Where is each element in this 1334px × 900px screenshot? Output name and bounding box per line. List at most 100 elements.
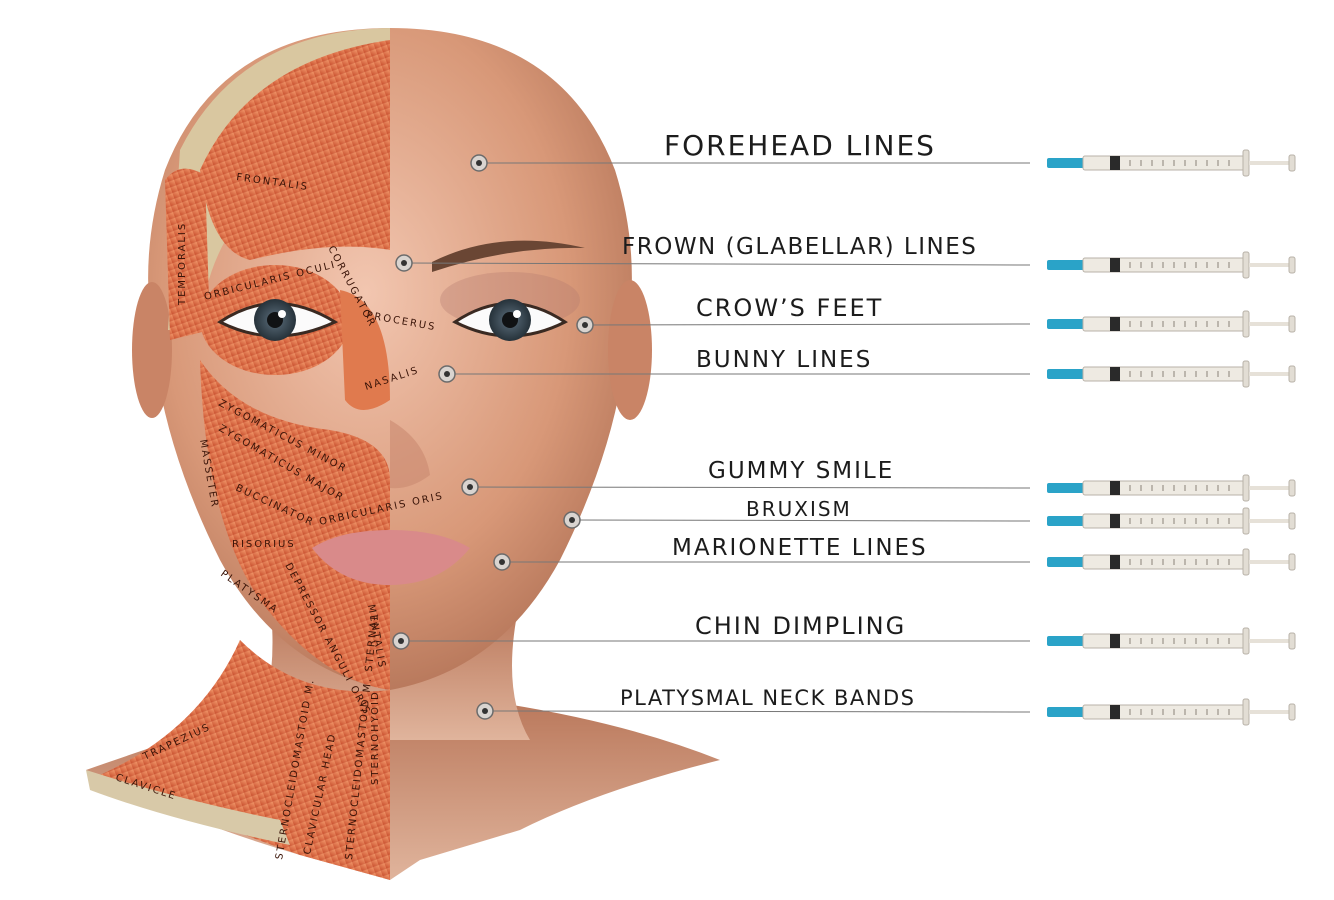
syringe-plunger-tip xyxy=(1110,555,1120,569)
muscle-label-temporalis: TEMPORALIS xyxy=(177,222,188,306)
muscle-label-sternohyoid: STERNOHYOID xyxy=(370,690,381,785)
syringe-plunger-tip xyxy=(1110,705,1120,719)
syringe-flange xyxy=(1242,360,1250,388)
syringe-flange xyxy=(1242,627,1250,655)
syringe-plunger-tip xyxy=(1110,634,1120,648)
syringe-forehead-lines xyxy=(1047,149,1296,177)
right-ear xyxy=(608,280,652,420)
zone-label-bunny-lines: BUNNY LINES xyxy=(696,347,873,373)
syringe-flange xyxy=(1242,548,1250,576)
syringe-rod xyxy=(1249,710,1291,714)
syringe-hub xyxy=(1047,260,1085,270)
left-ear xyxy=(132,282,172,418)
syringe-rod xyxy=(1249,263,1291,267)
syringe-hub xyxy=(1047,483,1085,493)
zone-label-marionette-lines: MARIONETTE LINES xyxy=(672,535,928,561)
syringe-flange xyxy=(1242,310,1250,338)
syringe-thumb xyxy=(1288,315,1296,333)
syringe-plunger-tip xyxy=(1110,156,1120,170)
lips xyxy=(390,530,470,585)
muscle-frontalis xyxy=(200,40,390,260)
syringe-bunny-lines xyxy=(1047,360,1296,388)
leader-line-gummy-smile xyxy=(469,486,1031,489)
zone-label-bruxism: BRUXISM xyxy=(746,497,852,521)
syringe-barrel xyxy=(1082,155,1246,171)
nose-tip xyxy=(390,420,430,489)
left-eye xyxy=(217,299,339,341)
syringe-plunger-tip xyxy=(1110,481,1120,495)
left-lips xyxy=(312,530,390,585)
syringe-platysmal-neck-bands xyxy=(1047,698,1296,726)
zone-label-chin-dimpling: CHIN DIMPLING xyxy=(695,612,907,640)
syringe-barrel xyxy=(1082,316,1246,332)
syringe-crows-feet xyxy=(1047,310,1296,338)
syringe-bruxism xyxy=(1047,507,1296,535)
syringe-barrel xyxy=(1082,633,1246,649)
syringe-thumb xyxy=(1288,479,1296,497)
syringe-rod xyxy=(1249,322,1291,326)
syringe-hub xyxy=(1047,557,1085,567)
pointer-dot-crows-feet xyxy=(582,322,588,328)
syringe-marionette-lines xyxy=(1047,548,1296,576)
syringe-plunger-tip xyxy=(1110,514,1120,528)
muscle-label-risorius: RISORIUS xyxy=(232,539,296,550)
syringe-hub xyxy=(1047,319,1085,329)
syringe-rod xyxy=(1249,639,1291,643)
syringe-hub xyxy=(1047,636,1085,646)
muscle-neck xyxy=(100,640,390,880)
syringe-flange xyxy=(1242,149,1250,177)
syringe-barrel xyxy=(1082,554,1246,570)
leader-line-bruxism xyxy=(571,519,1031,522)
syringe-thumb xyxy=(1288,154,1296,172)
syringe-thumb xyxy=(1288,632,1296,650)
syringe-plunger-tip xyxy=(1110,258,1120,272)
syringe-rod xyxy=(1249,161,1291,165)
syringe-gummy-smile xyxy=(1047,474,1296,502)
syringe-hub xyxy=(1047,516,1085,526)
leader-line-crows-feet xyxy=(584,323,1031,326)
zone-label-gummy-smile: GUMMY SMILE xyxy=(708,458,895,484)
syringe-frown-lines xyxy=(1047,251,1296,279)
zone-label-frown-lines: FROWN (GLABELLAR) LINES xyxy=(622,234,978,260)
muscle-temporalis xyxy=(165,168,210,340)
syringe-rod xyxy=(1249,560,1291,564)
zone-label-forehead-lines: FOREHEAD LINES xyxy=(664,129,936,162)
syringe-thumb xyxy=(1288,512,1296,530)
syringe-flange xyxy=(1242,251,1250,279)
syringe-thumb xyxy=(1288,365,1296,383)
pointer-dot-bruxism xyxy=(569,517,575,523)
syringe-chin-dimpling xyxy=(1047,627,1296,655)
right-eyebrow xyxy=(432,240,585,272)
syringe-barrel xyxy=(1082,513,1246,529)
syringe-hub xyxy=(1047,369,1085,379)
zone-pointers xyxy=(392,149,1296,726)
syringe-rod xyxy=(1249,372,1291,376)
leader-line-platysmal-neck-bands xyxy=(484,710,1031,713)
leader-line-frown-lines xyxy=(403,262,1031,266)
pointer-dot-platysmal-neck-bands xyxy=(482,708,488,714)
syringe-hub xyxy=(1047,158,1085,168)
syringe-barrel xyxy=(1082,366,1246,382)
syringe-barrel xyxy=(1082,480,1246,496)
syringe-thumb xyxy=(1288,703,1296,721)
pointer-dot-frown-lines xyxy=(401,260,407,266)
syringe-plunger-tip xyxy=(1110,317,1120,331)
syringe-rod xyxy=(1249,519,1291,523)
syringe-thumb xyxy=(1288,256,1296,274)
syringe-plunger-tip xyxy=(1110,367,1120,381)
syringe-flange xyxy=(1242,507,1250,535)
muscle-nasalis xyxy=(340,290,390,410)
muscle-lower-face xyxy=(200,360,390,690)
syringe-flange xyxy=(1242,474,1250,502)
syringe-hub xyxy=(1047,707,1085,717)
syringe-rod xyxy=(1249,486,1291,490)
syringe-flange xyxy=(1242,698,1250,726)
pointer-dot-gummy-smile xyxy=(467,484,473,490)
pointer-dot-chin-dimpling xyxy=(398,638,404,644)
pointer-dot-bunny-lines xyxy=(444,371,450,377)
pointer-dot-marionette-lines xyxy=(499,559,505,565)
right-eye xyxy=(452,299,568,341)
clavicle-bone xyxy=(86,770,290,845)
